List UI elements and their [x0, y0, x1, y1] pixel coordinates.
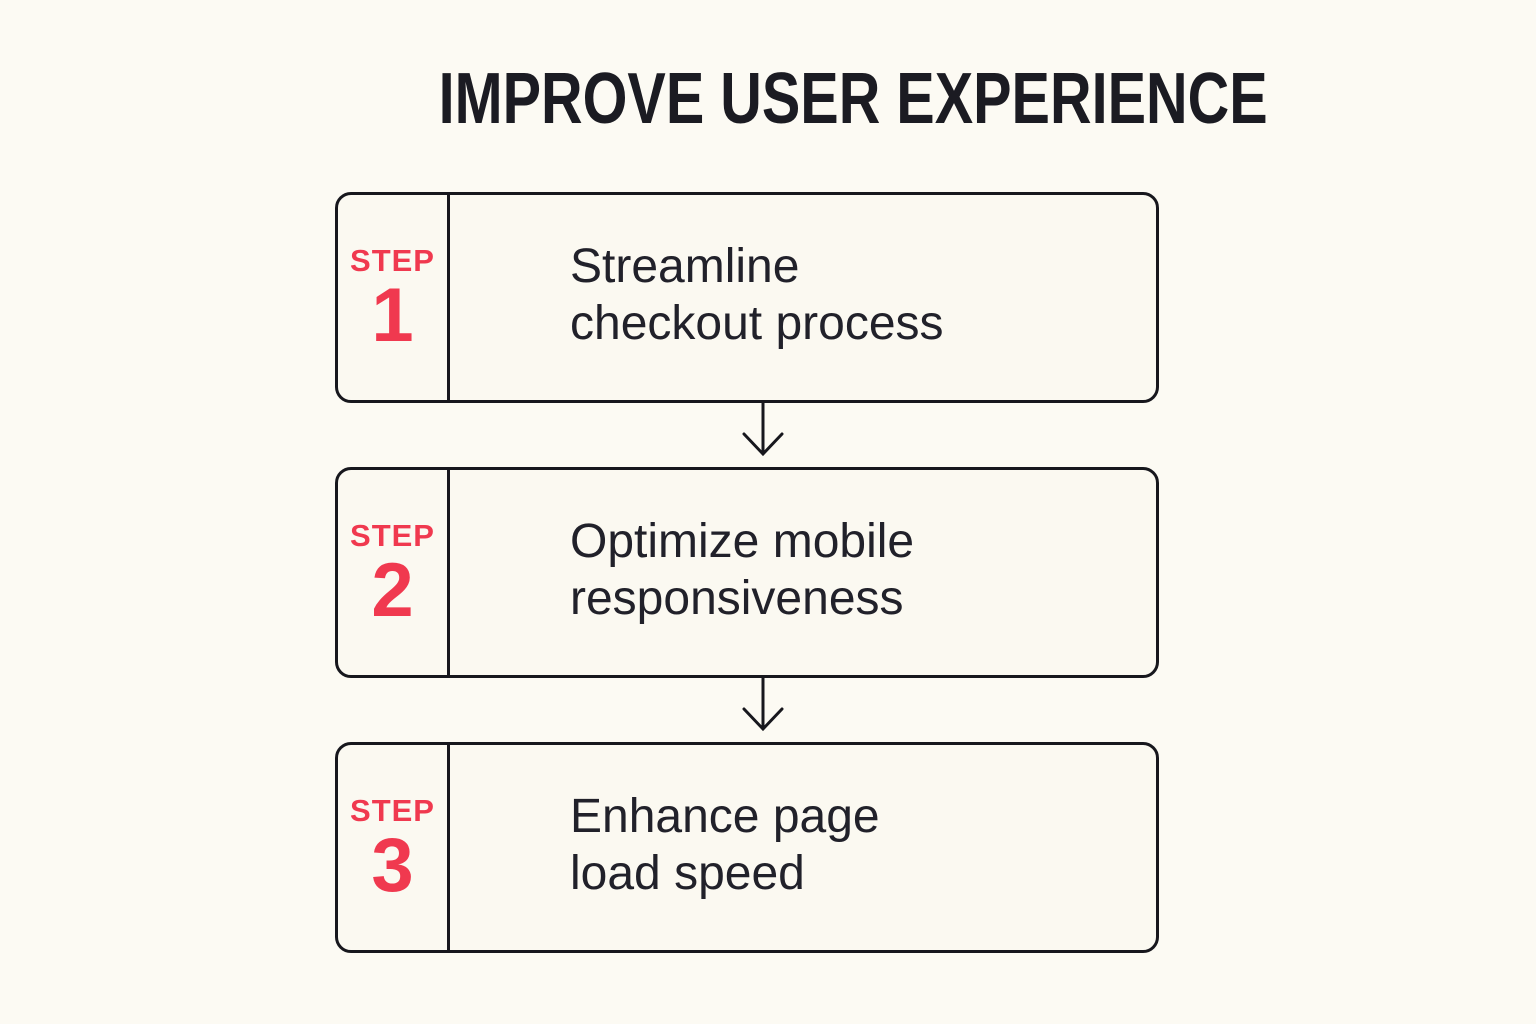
down-arrow-icon	[735, 677, 791, 735]
step-1-badge: STEP 1	[338, 195, 450, 400]
step-1-label: STEP	[350, 242, 435, 278]
step-2-number: 2	[371, 547, 414, 633]
step-3-number: 3	[371, 822, 414, 908]
step-2-description-line-1: Optimize mobile	[570, 514, 915, 568]
step-box-1: STEP 1 Streamline checkout process	[335, 192, 1159, 403]
page-title: IMPROVE USER EXPERIENCE	[335, 58, 1268, 140]
down-arrow-icon	[735, 402, 791, 460]
step-3-label: STEP	[350, 792, 435, 828]
step-box-3: STEP 3 Enhance page load speed	[335, 742, 1159, 953]
step-2-description-line-2: responsiveness	[570, 571, 904, 625]
step-1-description-line-1: Streamline	[570, 239, 800, 293]
step-box-2: STEP 2 Optimize mobile responsiveness	[335, 467, 1159, 678]
step-1-description-line-2: checkout process	[570, 296, 944, 350]
step-3-description-line-1: Enhance page	[570, 789, 880, 843]
step-1-number: 1	[371, 272, 414, 358]
page-title-text: IMPROVE USER EXPERIENCE	[438, 59, 1268, 139]
step-2-label: STEP	[350, 517, 435, 553]
step-2-badge: STEP 2	[338, 470, 450, 675]
step-3-description-line-2: load speed	[570, 846, 805, 900]
step-3-badge: STEP 3	[338, 745, 450, 950]
step-2-description: Optimize mobile responsiveness	[450, 470, 1156, 675]
step-1-description: Streamline checkout process	[450, 195, 1156, 400]
step-3-description: Enhance page load speed	[450, 745, 1156, 950]
